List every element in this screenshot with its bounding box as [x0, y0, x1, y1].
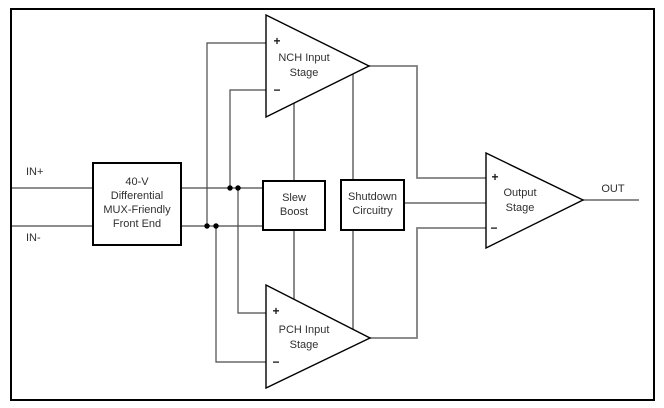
pch-plus-sign: +: [272, 304, 280, 318]
pch-input-stage-triangle: [265, 283, 372, 390]
in-plus-label: IN+: [26, 166, 44, 178]
wire-nch-to-output: [369, 65, 486, 179]
nch-minus-sign: −: [273, 83, 281, 97]
shutdown-circuitry-block: Shutdown Circuitry: [340, 179, 405, 231]
pch-minus-sign: −: [272, 355, 280, 369]
front-end-line: Differential: [110, 190, 164, 203]
front-end-block: 40-V Differential MUX-Friendly Front End: [92, 162, 182, 246]
nch-stage-label-line: Stage: [289, 67, 319, 79]
pch-stage-label: PCH Input Stage: [266, 323, 342, 353]
out-label: OUT: [601, 183, 625, 195]
junction-dot: [227, 185, 233, 191]
front-end-line: 40-V: [125, 176, 149, 189]
nch-plus-sign: +: [273, 34, 281, 48]
junction-dot: [235, 185, 241, 191]
output-minus-sign: −: [490, 221, 498, 235]
shutdown-line: Circuitry: [352, 205, 393, 217]
slew-boost-block: Slew Boost: [262, 180, 326, 231]
wire-pch-minus-input: [215, 226, 266, 363]
junction-dot: [213, 223, 219, 229]
junction-dot: [204, 223, 210, 229]
nch-stage-label: NCH Input Stage: [266, 51, 342, 81]
output-stage-triangle: [485, 151, 585, 250]
output-plus-sign: +: [491, 170, 499, 184]
pch-stage-label-line: PCH Input: [278, 324, 330, 336]
shutdown-line: Shutdown: [348, 191, 397, 204]
wire-pch-plus-input: [237, 188, 266, 314]
output-stage-label-line: Stage: [505, 202, 535, 214]
slew-boost-line: Slew: [282, 191, 306, 204]
front-end-line: MUX-Friendly: [103, 204, 171, 216]
wire-pch-to-output: [370, 227, 486, 339]
nch-stage-label-line: NCH Input: [278, 52, 330, 64]
slew-boost-line: Boost: [279, 205, 309, 218]
output-stage-label: Output Stage: [488, 186, 552, 216]
wire-nch-plus-input: [206, 42, 266, 226]
wire-nch-minus-input: [229, 89, 266, 188]
pch-stage-label-line: Stage: [289, 339, 319, 351]
in-minus-label: IN-: [26, 232, 41, 244]
output-stage-label-line: Output: [503, 187, 537, 199]
front-end-line: Front End: [112, 217, 162, 230]
nch-input-stage-triangle: [265, 13, 371, 119]
